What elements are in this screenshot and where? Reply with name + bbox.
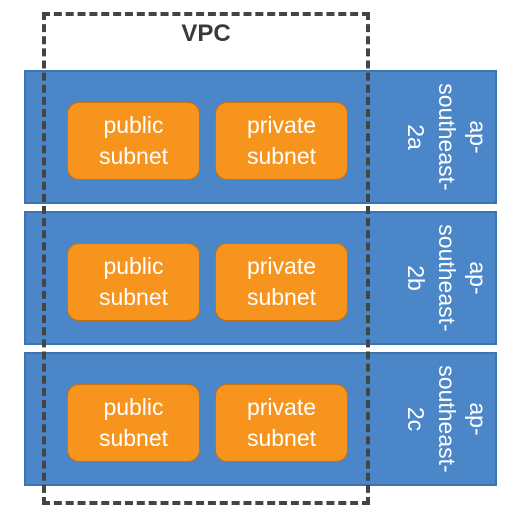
availability-zone-2a: public subnet private subnet ap- southea… — [24, 70, 497, 204]
availability-zone-2b: public subnet private subnet ap- southea… — [24, 211, 497, 345]
private-subnet-2b: private subnet — [215, 243, 348, 321]
public-subnet-2c: public subnet — [67, 384, 200, 462]
private-subnet-2c: private subnet — [215, 384, 348, 462]
public-subnet-2a: public subnet — [67, 102, 200, 180]
availability-zone-label-2b: ap- southeast- 2b — [403, 224, 492, 332]
private-subnet-2a: private subnet — [215, 102, 348, 180]
public-subnet-2b: public subnet — [67, 243, 200, 321]
vpc-label: VPC — [181, 20, 231, 47]
availability-zone-label-2a: ap- southeast- 2a — [403, 83, 492, 191]
availability-zone-2c: public subnet private subnet ap- southea… — [24, 352, 497, 486]
availability-zone-label-2c: ap- southeast- 2c — [403, 365, 492, 473]
